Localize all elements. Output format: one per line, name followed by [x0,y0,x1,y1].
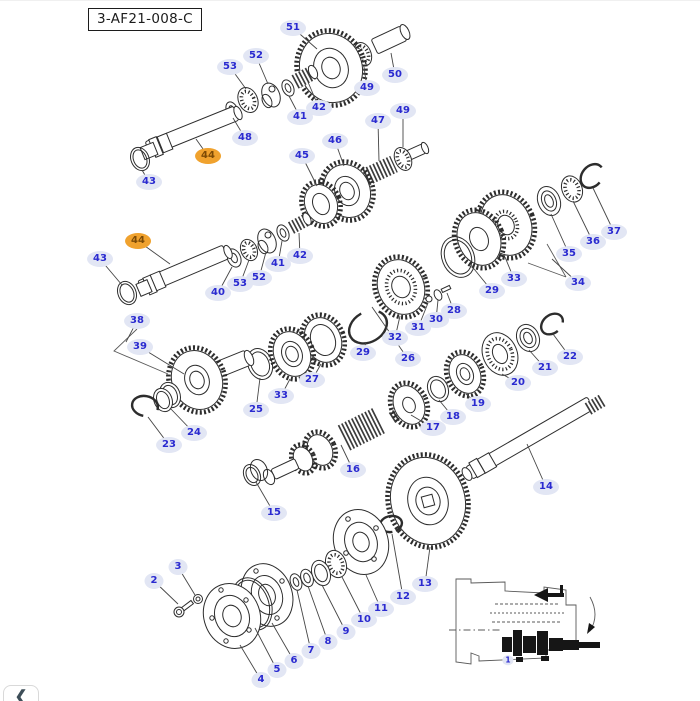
part-callout-3[interactable]: 3 [168,559,188,575]
highlighted-shaft-silhouette [502,630,600,662]
part-callout-46[interactable]: 46 [322,133,348,149]
part-callout-45[interactable]: 45 [289,148,315,164]
part-callout-47[interactable]: 47 [365,113,391,129]
part-callout-34[interactable]: 34 [565,275,591,291]
part-callout-53[interactable]: 53 [227,276,253,292]
part-callout-29[interactable]: 29 [350,345,376,361]
part-callout-49[interactable]: 49 [354,80,380,96]
back-button[interactable]: ❮ [3,685,39,701]
part-callout-9[interactable]: 9 [336,624,356,640]
part-callout-15[interactable]: 15 [261,505,287,521]
part-callout-25[interactable]: 25 [243,402,269,418]
chevron-left-icon: ❮ [14,688,28,701]
part-callout-32[interactable]: 32 [382,330,408,346]
part-callout-27[interactable]: 27 [299,372,325,388]
part-callout-2[interactable]: 2 [144,573,164,589]
part-callout-28[interactable]: 28 [441,303,467,319]
part-callout-7[interactable]: 7 [301,643,321,659]
part-callout-22[interactable]: 22 [557,349,583,365]
leader-line-8 [307,585,329,643]
part-callout-49[interactable]: 49 [390,103,416,119]
part-callout-18[interactable]: 18 [440,409,466,425]
part-callout-4[interactable]: 4 [251,672,271,688]
part-callout-14[interactable]: 14 [533,479,559,495]
part-callout-29[interactable]: 29 [479,283,505,299]
part-callout-20[interactable]: 20 [505,375,531,391]
part-callout-52[interactable]: 52 [243,48,269,64]
part-callout-17[interactable]: 17 [420,420,446,436]
part-callout-21[interactable]: 21 [532,360,558,376]
part-callout-40[interactable]: 40 [205,285,231,301]
part-callout-1[interactable]: 1 [502,655,514,665]
part-callout-19[interactable]: 19 [465,396,491,412]
part-callout-35[interactable]: 35 [556,246,582,262]
part-callout-16[interactable]: 16 [340,462,366,478]
part-callout-38[interactable]: 38 [124,313,150,329]
part-callout-44[interactable]: 44 [125,233,151,249]
part-callout-31[interactable]: 31 [405,320,431,336]
part-callout-8[interactable]: 8 [318,634,338,650]
part-callout-53[interactable]: 53 [217,59,243,75]
part-callout-42[interactable]: 42 [287,248,313,264]
part-callout-26[interactable]: 26 [395,351,421,367]
part-callout-6[interactable]: 6 [284,653,304,669]
part-callout-23[interactable]: 23 [156,437,182,453]
part-callout-13[interactable]: 13 [412,576,438,592]
part-callout-10[interactable]: 10 [351,612,377,628]
part-callout-50[interactable]: 50 [382,67,408,83]
leader-line-12 [391,533,404,598]
part-callout-11[interactable]: 11 [368,601,394,617]
leader-line-7 [296,589,312,652]
part-callout-42[interactable]: 42 [306,100,332,116]
part-callout-12[interactable]: 12 [390,589,416,605]
part-callout-43[interactable]: 43 [87,251,113,267]
part-callout-48[interactable]: 48 [232,130,258,146]
part-callout-41[interactable]: 41 [265,256,291,272]
part-callout-36[interactable]: 36 [580,234,606,250]
part-callout-24[interactable]: 24 [181,425,207,441]
part-callout-33[interactable]: 33 [268,388,294,404]
part-callout-5[interactable]: 5 [267,662,287,678]
part-callout-41[interactable]: 41 [287,109,313,125]
part-callout-39[interactable]: 39 [127,339,153,355]
part-callout-43[interactable]: 43 [136,174,162,190]
diagram-code-text: 3-AF21-008-C [97,11,193,27]
part-callout-37[interactable]: 37 [601,224,627,240]
part-callout-51[interactable]: 51 [280,20,306,36]
part-callout-44[interactable]: 44 [195,148,221,164]
diagram-code-label: 3-AF21-008-C [88,8,202,31]
part-callout-33[interactable]: 33 [501,271,527,287]
